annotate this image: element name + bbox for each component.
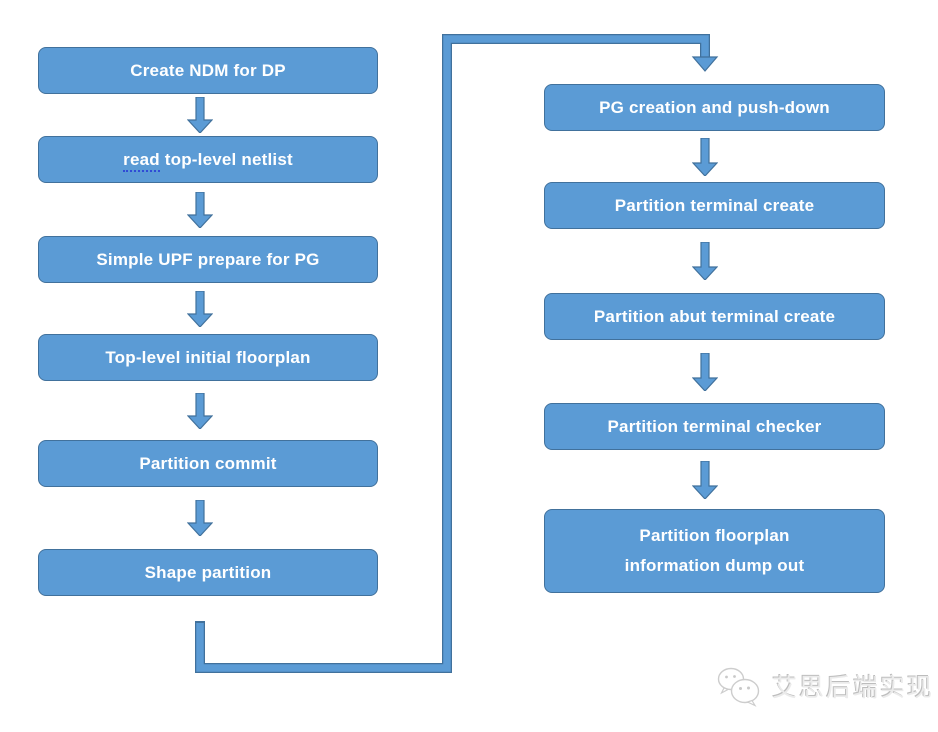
step-label: Partition abut terminal create [593,306,836,326]
down-arrow-icon [187,97,213,133]
flow-step-shape-partition: Shape partition [38,549,378,596]
spellcheck-underlined-word: read [123,149,160,172]
flow-step-partition-abut-terminal-create: Partition abut terminal create [544,293,885,340]
flow-step-read-top-level-netlist: read top-level netlist [38,136,378,183]
down-arrow-icon [187,500,213,536]
flow-step-simple-upf-prepare-for-pg: Simple UPF prepare for PG [38,236,378,283]
watermark: 艾思后端实现 [716,665,934,707]
flow-step-partition-commit: Partition commit [38,440,378,487]
flow-step-pg-creation-and-push-down: PG creation and push-down [544,84,885,131]
step-label-line1: Partition floorplan [639,526,790,545]
watermark-text: 艾思后端实现 [772,674,935,702]
down-arrow-icon [692,353,718,391]
step-label: read top-level netlist [123,149,293,172]
flow-step-partition-terminal-create: Partition terminal create [544,182,885,229]
wechat-logo-icon [717,667,760,707]
step-label: Partition commit [139,453,277,473]
down-arrow-icon [187,291,213,327]
step-label-line2: information dump out [624,556,805,575]
down-arrow-icon [187,192,213,228]
down-arrow-icon [187,393,213,429]
step-label: Top-level initial floorplan [105,347,311,367]
step-label: Simple UPF prepare for PG [96,249,320,269]
flow-step-top-level-initial-floorplan: Top-level initial floorplan [38,334,378,381]
flow-step-partition-floorplan-information-dump-out: Partition floorplan information dump out [544,509,885,593]
step-label: Partition terminal checker [607,416,822,436]
step-label: PG creation and push-down [599,97,830,117]
step-label: Create NDM for DP [130,60,286,80]
flow-step-create-ndm-for-dp: Create NDM for DP [38,47,378,94]
step-label: Partition terminal create [614,195,815,215]
down-arrow-icon [692,138,718,176]
flow-step-partition-terminal-checker: Partition terminal checker [544,403,885,450]
step-label: Shape partition [144,562,272,582]
down-arrow-icon [692,242,718,280]
down-arrow-icon [692,461,718,499]
step-label-rest: top-level netlist [159,149,293,169]
